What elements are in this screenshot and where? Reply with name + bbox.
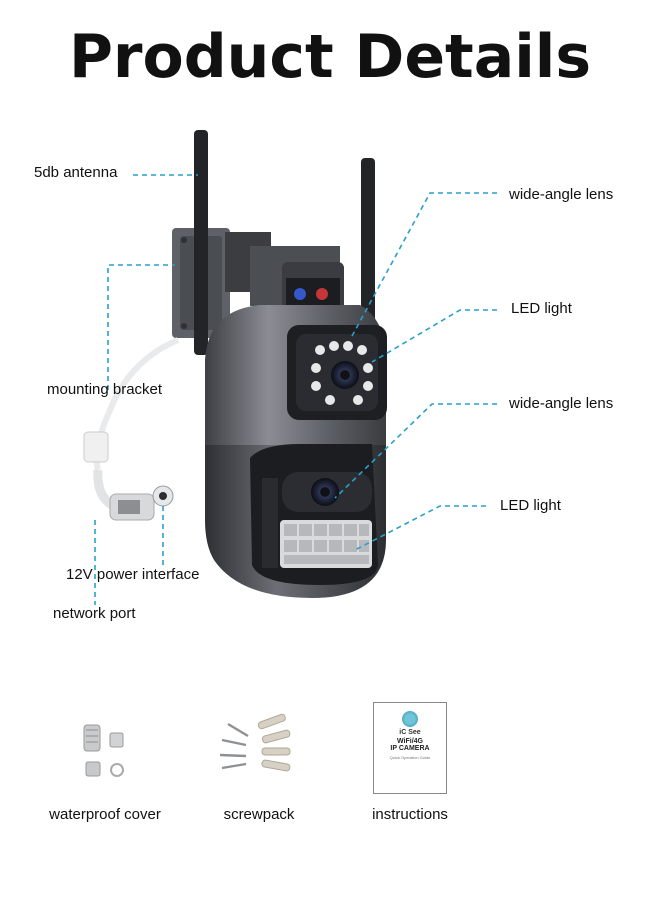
caption-instructions: instructions	[372, 806, 448, 823]
caption-screwpack: screwpack	[223, 806, 295, 823]
antenna-shapes	[194, 130, 375, 355]
upper-lens-module	[287, 325, 387, 420]
instructions-booklet-icon: iC See WiFi/4G IP CAMERA Quick Operation…	[373, 702, 447, 794]
mounting-bracket-shape	[172, 228, 340, 338]
waterproof-cover-icon	[83, 724, 124, 777]
screwpack-icon	[219, 713, 291, 772]
label-mounting-bracket: mounting bracket	[47, 381, 163, 398]
page-title: Product Details	[68, 22, 592, 92]
booklet-line1: WiFi/4G	[397, 738, 423, 745]
lower-lens-module	[250, 444, 378, 585]
caption-waterproof-cover: waterproof cover	[49, 806, 161, 823]
label-wide-angle-lens-top: wide-angle lens	[509, 186, 614, 203]
booklet-brand: iC See	[399, 729, 421, 736]
label-led-light-bottom: LED light	[500, 497, 561, 514]
label-wide-angle-lens-bottom: wide-angle lens	[509, 395, 614, 412]
booklet-line2: IP CAMERA	[390, 745, 430, 752]
label-network-port: network port	[53, 605, 136, 622]
booklet-line3: Quick Operation Guide	[389, 755, 431, 760]
label-power-interface: 12V power interface	[66, 566, 200, 583]
label-led-light-top: LED light	[511, 300, 572, 317]
leader-lines	[94, 174, 497, 605]
label-antenna: 5db antenna	[34, 164, 118, 181]
booklet-logo-icon	[402, 711, 418, 727]
